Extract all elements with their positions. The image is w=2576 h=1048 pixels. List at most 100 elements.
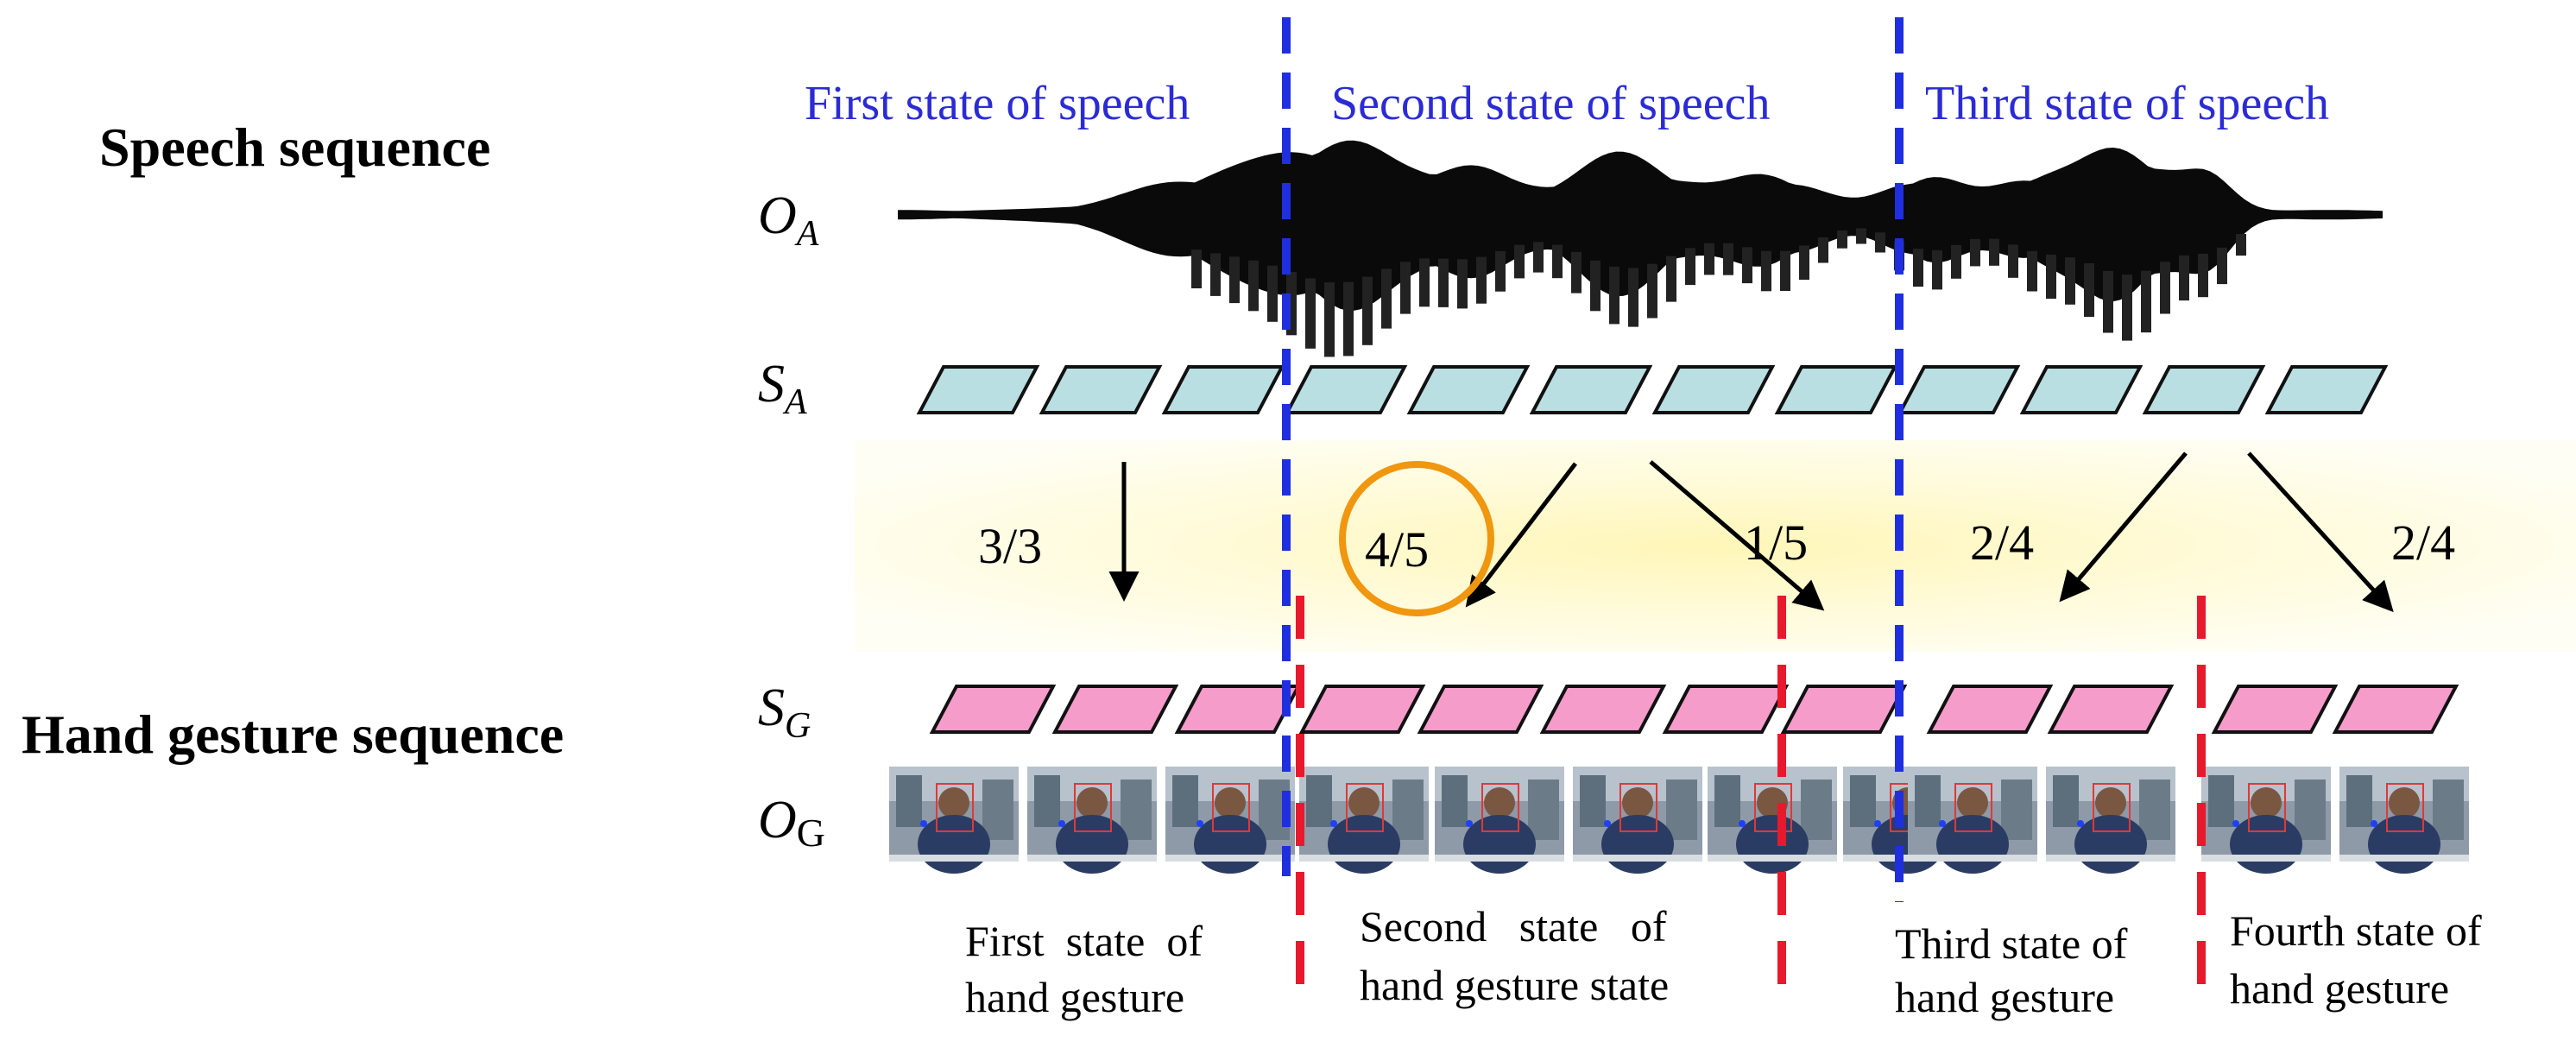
og-label-sub: G (797, 811, 825, 855)
waveform-tail (1970, 238, 1980, 267)
video-frame (2046, 767, 2175, 874)
waveform-tail (2046, 254, 2056, 299)
video-frame (1908, 767, 2037, 874)
arrow-1-5 (1649, 460, 1825, 611)
waveform-tail (2198, 254, 2208, 298)
gesture-state-1-line2: hand gesture (965, 973, 1184, 1021)
speech-state-box (1406, 365, 1531, 414)
gesture-state-box (1417, 685, 1544, 734)
waveform-tail (2236, 234, 2246, 256)
waveform-tail (1723, 243, 1733, 275)
arrow-2-4-right (2247, 451, 2394, 613)
waveform-tail (2103, 270, 2113, 333)
gesture-state-box (1926, 685, 2054, 734)
ratio-2-4-right: 2/4 (2391, 515, 2455, 571)
ratio-4-5: 4/5 (1365, 521, 1429, 578)
waveform-tail (2122, 275, 2132, 341)
speech-state-box (1161, 365, 1285, 414)
waveform-tail (1609, 266, 1619, 325)
speech-state-1-label: First state of speech (805, 77, 1190, 130)
waveform-tail (2179, 255, 2189, 301)
arrow-2-4-left (2059, 451, 2188, 603)
video-frame (1435, 767, 1564, 874)
speech-state-box (1651, 365, 1776, 414)
speech-state-box (2019, 365, 2144, 414)
waveform-tail (1514, 244, 1525, 279)
waveform-tail (1685, 248, 1695, 286)
gesture-state-box (2332, 685, 2459, 734)
waveform-tail (2160, 262, 2170, 314)
speech-state-boxes (916, 365, 2389, 414)
waveform-tail (2027, 250, 2037, 292)
gesture-state-2-line2: hand gesture state (1360, 961, 1669, 1009)
gesture-state-box (1662, 685, 1790, 734)
speech-boundaries (1282, 17, 1904, 902)
video-frame (889, 767, 1019, 874)
gesture-state-box (2047, 685, 2175, 734)
speech-state-2-label: Second state of speech (1331, 77, 1770, 130)
waveform-tail (2084, 263, 2094, 318)
waveform-tail (1400, 262, 1411, 314)
video-frame (2201, 767, 2331, 874)
waveform-tail (1951, 244, 1961, 279)
gesture-state-3-line1: Third state of (1895, 919, 2128, 968)
waveform-tail (1932, 249, 1942, 290)
gesture-state-4-line1: Fourth state of (2230, 906, 2482, 955)
waveform-tail (1457, 259, 1468, 309)
transition-band (855, 440, 2576, 652)
video-frame (1165, 767, 1295, 874)
gesture-state-1-line1: First state of (965, 917, 1203, 965)
waveform-tail (1210, 253, 1221, 296)
waveform-tail (1913, 249, 1923, 287)
og-label-main: O (758, 791, 797, 849)
video-frame (1027, 767, 1157, 874)
gesture-state-box (2211, 685, 2339, 734)
ratio-2-4-left: 2/4 (1970, 515, 2034, 571)
waveform-tail (1875, 232, 1885, 253)
waveform-tail (1343, 281, 1354, 357)
gesture-state-box (1780, 685, 1908, 734)
gesture-state-boxes (929, 685, 2459, 734)
waveform-tail (1666, 256, 1676, 302)
sa-label: SA (758, 355, 807, 422)
speech-state-box (1039, 365, 1163, 414)
og-label: OG (758, 791, 825, 855)
waveform-tail (1799, 245, 1809, 281)
gesture-state-3-line2: hand gesture (1895, 973, 2114, 1021)
gesture-state-4-line2: hand gesture (2230, 964, 2449, 1013)
speech-state-box (2142, 365, 2266, 414)
waveform-tail (1704, 243, 1714, 275)
waveform-tail (1837, 230, 1847, 249)
oa-label: OA (758, 186, 819, 254)
speech-state-3-label: Third state of speech (1925, 77, 2329, 130)
transition-arrows (1108, 451, 2394, 613)
sa-label-sub: A (782, 382, 807, 422)
speech-state-box (2264, 365, 2389, 414)
ratio-1-5: 1/5 (1744, 515, 1808, 571)
video-frame (2339, 767, 2469, 874)
gesture-state-box (1298, 685, 1426, 734)
speech-sequence-heading: Speech sequence (99, 117, 490, 178)
video-frame (1708, 767, 1837, 874)
sg-label-sub: G (785, 706, 811, 746)
speech-state-box (1284, 365, 1408, 414)
waveform-tail (2065, 257, 2075, 305)
oa-label-sub: A (794, 214, 819, 254)
waveform-tail (1552, 244, 1563, 279)
waveform-tail (1419, 258, 1430, 307)
gesture-state-box (1174, 685, 1302, 734)
sg-label-main: S (758, 679, 785, 737)
speech-state-box (1529, 365, 1653, 414)
waveform-tail (1742, 247, 1752, 284)
waveform-tail (1533, 242, 1544, 273)
arrow-4-5 (1465, 462, 1577, 608)
video-frame (1573, 767, 1702, 874)
ratio-3-3: 3/3 (978, 518, 1042, 574)
gesture-video-frames (889, 767, 2469, 874)
speech-state-box (916, 365, 1040, 414)
speech-waveform (898, 140, 2383, 357)
gesture-state-box (1539, 685, 1667, 734)
sg-label: SG (758, 679, 811, 746)
